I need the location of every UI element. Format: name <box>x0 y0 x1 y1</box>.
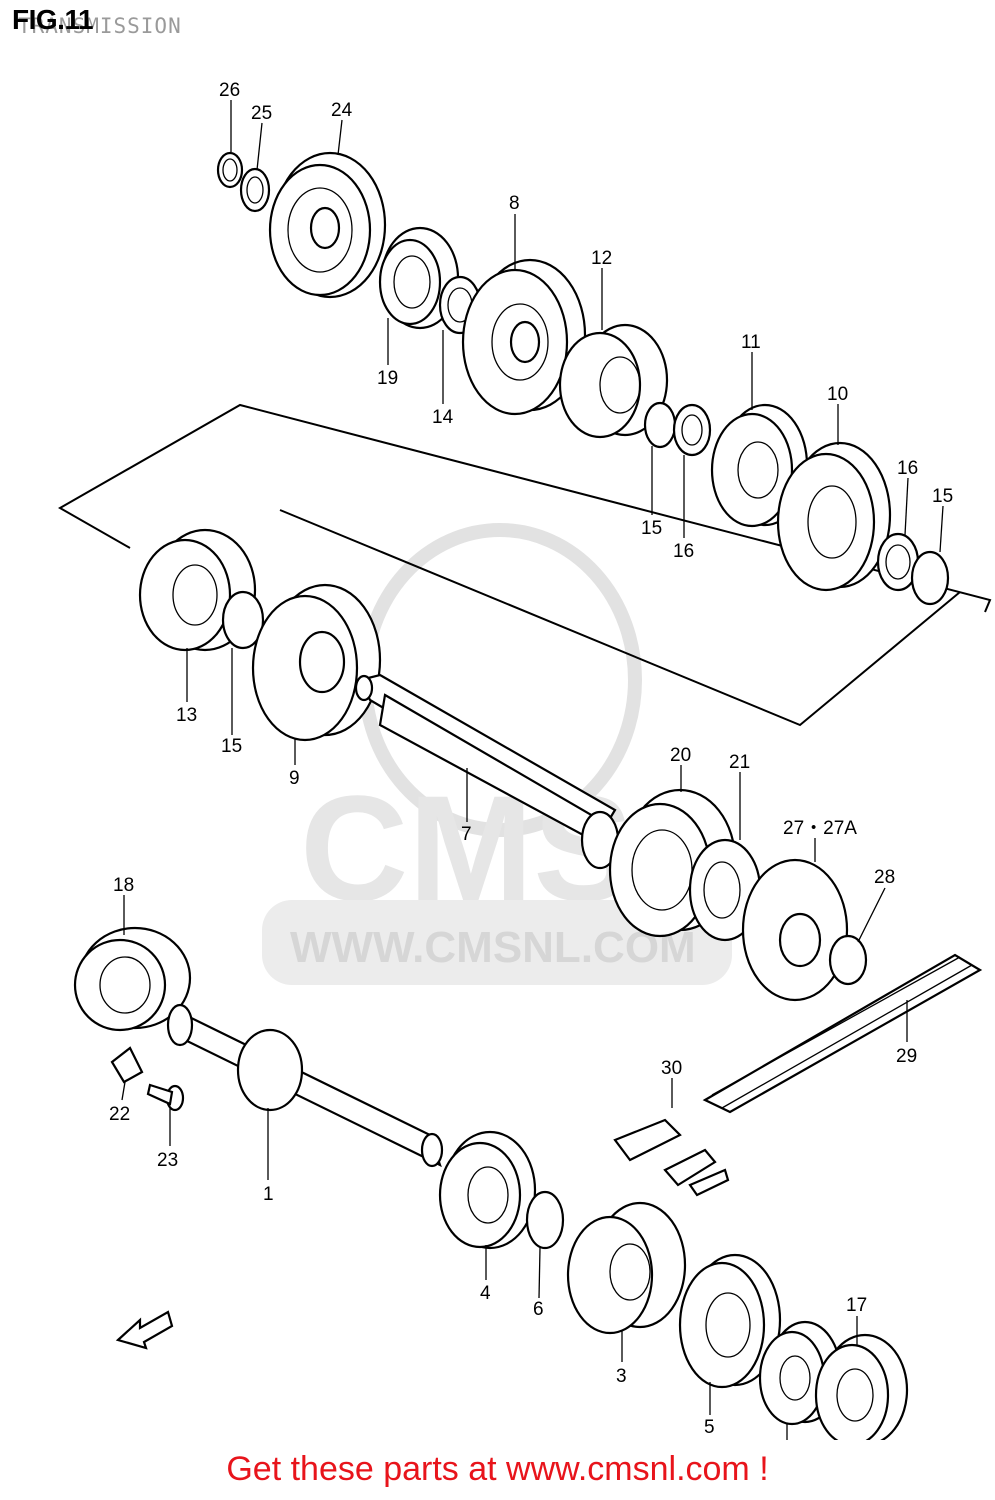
callout-22: 22 <box>109 1104 130 1125</box>
callout-labels: 26 25 24 8 12 19 14 11 10 16 15 15 16 13… <box>109 80 953 1438</box>
gear-9 <box>251 583 382 742</box>
callout-8: 8 <box>509 193 520 214</box>
gear-8 <box>461 258 587 416</box>
callout-14: 14 <box>432 407 454 428</box>
callout-12: 12 <box>591 248 612 269</box>
callout-7: 7 <box>461 824 472 845</box>
figure-subtitle: TRANSMISSION <box>18 14 182 38</box>
gear-4 <box>438 1130 537 1250</box>
watermark-url: WWW.CMSNL.COM <box>290 923 696 972</box>
sprocket-27 <box>741 858 849 1002</box>
callout-6: 6 <box>533 1299 544 1320</box>
callout-15b: 15 <box>641 518 662 539</box>
callout-15c: 15 <box>221 736 242 757</box>
callout-29: 29 <box>896 1046 917 1067</box>
bearing-17 <box>814 1333 909 1440</box>
callout-5: 5 <box>704 1417 715 1438</box>
bearing-18 <box>73 926 192 1032</box>
callout-26: 26 <box>219 80 240 101</box>
callout-21: 21 <box>729 752 750 773</box>
gear-10 <box>776 441 892 592</box>
retainer-22 <box>110 1046 144 1084</box>
callout-28: 28 <box>874 867 895 888</box>
figure-title: FIG.11 <box>12 4 94 35</box>
circlip-15b <box>910 550 950 606</box>
driveshaft-1 <box>166 1003 444 1168</box>
countershaft-7 <box>354 673 623 870</box>
circlip-15c <box>221 590 265 650</box>
callout-13: 13 <box>176 705 197 726</box>
gear-5 <box>678 1253 782 1389</box>
callout-11: 11 <box>741 332 761 353</box>
screw-23 <box>146 1083 185 1112</box>
washer-16b <box>672 403 712 457</box>
callout-30: 30 <box>661 1058 682 1079</box>
circlip-15a <box>643 401 677 449</box>
circlip-28 <box>828 934 868 986</box>
callout-16a: 16 <box>897 458 918 479</box>
circlip-6 <box>525 1190 565 1250</box>
gear-24 <box>268 151 387 299</box>
callout-18: 18 <box>113 875 134 896</box>
callout-4: 4 <box>480 1283 491 1304</box>
fwd-arrow-icon <box>115 1310 174 1350</box>
callout-25: 25 <box>251 103 272 124</box>
callout-1: 1 <box>263 1184 274 1205</box>
gear-2 <box>758 1320 842 1426</box>
gear-12 <box>558 323 669 439</box>
callout-27: 27・27A <box>783 818 857 839</box>
callout-24: 24 <box>331 100 353 121</box>
washer-25 <box>239 167 271 213</box>
circlip-26 <box>216 151 244 189</box>
callout-16b: 16 <box>673 541 694 562</box>
chain-joint-30 <box>613 1118 730 1197</box>
gear-3 <box>566 1201 687 1335</box>
callout-19: 19 <box>377 368 398 389</box>
callout-3: 3 <box>616 1366 627 1387</box>
transmission-diagram: CMS WWW.CMSNL.COM <box>57 80 992 1440</box>
drive-chain-29 <box>702 953 983 1114</box>
shaft-assembly-outline-lower <box>279 509 961 727</box>
shaft-assembly-outline <box>57 403 992 613</box>
callout-20: 20 <box>670 745 691 766</box>
callout-9: 9 <box>289 768 300 789</box>
leader-lines <box>121 100 944 1440</box>
footer-link[interactable]: Get these parts at www.cmsnl.com ! <box>226 1450 769 1488</box>
callout-10: 10 <box>827 384 848 405</box>
callout-23: 23 <box>157 1150 178 1171</box>
callout-15a: 15 <box>932 486 953 507</box>
callout-17: 17 <box>846 1295 867 1316</box>
